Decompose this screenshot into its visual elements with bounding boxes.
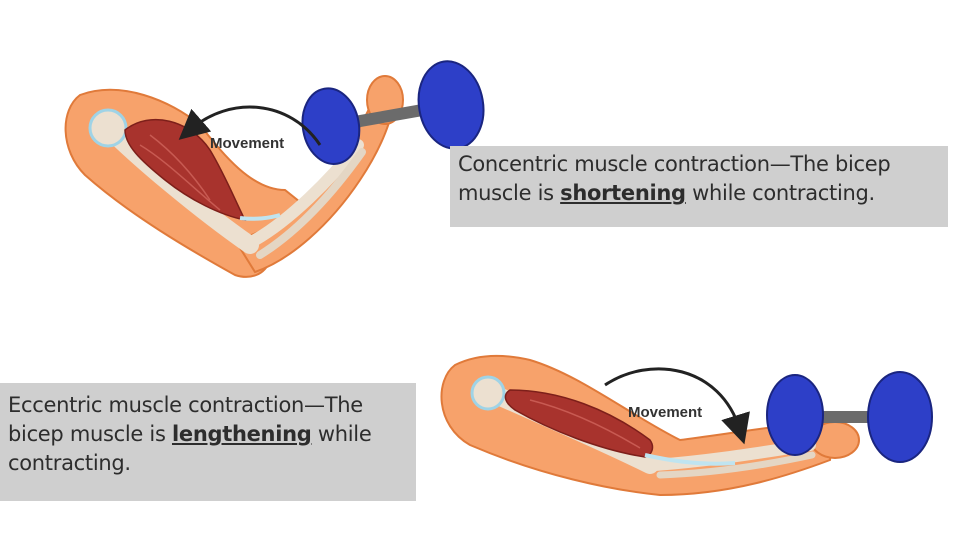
- concentric-caption: Concentric muscle contraction—The bicep …: [450, 146, 948, 227]
- tendon: [239, 213, 281, 221]
- concentric-keyword: shortening: [560, 181, 686, 205]
- eccentric-caption-end: while contracting.: [8, 422, 372, 475]
- eccentric-keyword: lengthening: [171, 422, 312, 446]
- ulna-bone: [656, 451, 816, 479]
- eccentric-arm-illustration: Movement: [430, 345, 950, 520]
- movement-label: Movement: [210, 135, 284, 152]
- ulna-bone: [256, 148, 366, 259]
- movement-arrow: [178, 105, 322, 146]
- eccentric-caption-text: Eccentric muscle contraction—The bicep m…: [8, 393, 363, 446]
- concentric-caption-text: Concentric muscle contraction—The bicep …: [458, 152, 891, 205]
- dumbbell: [301, 60, 485, 165]
- shoulder-joint: [88, 108, 128, 148]
- concentric-arm-illustration: Movement: [40, 40, 485, 290]
- movement-label: Movement: [628, 404, 702, 421]
- tendon: [644, 453, 736, 466]
- concentric-caption-end: while contracting.: [685, 181, 875, 205]
- movement-arrow: [604, 367, 750, 445]
- dumbbell: [766, 371, 933, 463]
- shoulder-joint: [470, 375, 506, 411]
- eccentric-caption: Eccentric muscle contraction—The bicep m…: [0, 383, 416, 501]
